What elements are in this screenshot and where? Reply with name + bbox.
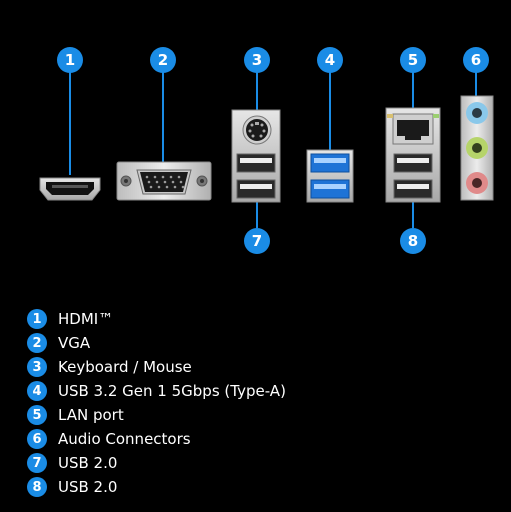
legend-label: HDMI™ xyxy=(58,310,114,328)
legend-list: 1 HDMI™ 2 VGA 3 Keyboard / Mouse 4 USB 3… xyxy=(27,307,286,499)
callout-3: 3 xyxy=(244,47,270,73)
legend-label: USB 2.0 xyxy=(58,454,118,472)
legend-badge: 7 xyxy=(27,453,47,473)
ps2-usb2-stack xyxy=(231,109,281,203)
legend-item-usb3: 4 USB 3.2 Gen 1 5Gbps (Type-A) xyxy=(27,379,286,403)
legend-badge: 8 xyxy=(27,477,47,497)
io-panel-diagram: 1 2 3 4 5 6 7 8 xyxy=(39,47,494,254)
vga-port xyxy=(116,161,212,201)
legend-label: USB 3.2 Gen 1 5Gbps (Type-A) xyxy=(58,382,286,400)
callout-2: 2 xyxy=(150,47,176,73)
legend-badge: 2 xyxy=(27,333,47,353)
legend-item-keyboard-mouse: 3 Keyboard / Mouse xyxy=(27,355,286,379)
callout-number-1: 1 xyxy=(65,51,75,69)
usb3-stack xyxy=(306,149,354,203)
hdmi-port xyxy=(39,177,101,201)
legend-label: LAN port xyxy=(58,406,124,424)
callout-number-3: 3 xyxy=(252,51,262,69)
callout-number-2: 2 xyxy=(158,51,168,69)
lan-usb2-stack xyxy=(385,107,441,203)
callout-badges: 1 2 3 4 5 6 7 8 xyxy=(57,47,489,254)
legend-badge: 4 xyxy=(27,381,47,401)
callout-number-5: 5 xyxy=(408,51,418,69)
legend-item-vga: 2 VGA xyxy=(27,331,286,355)
legend-label: Audio Connectors xyxy=(58,430,191,448)
callout-number-7: 7 xyxy=(252,232,262,250)
legend-badge: 6 xyxy=(27,429,47,449)
legend-label: VGA xyxy=(58,334,91,352)
legend-badge: 3 xyxy=(27,357,47,377)
legend-badge: 5 xyxy=(27,405,47,425)
callout-number-4: 4 xyxy=(325,51,335,69)
callout-8: 8 xyxy=(400,228,426,254)
audio-jacks xyxy=(460,95,494,201)
legend-label: Keyboard / Mouse xyxy=(58,358,192,376)
legend-item-usb2-b: 8 USB 2.0 xyxy=(27,475,286,499)
legend-badge: 1 xyxy=(27,309,47,329)
callout-6: 6 xyxy=(463,47,489,73)
callout-number-8: 8 xyxy=(408,232,418,250)
legend-item-usb2-a: 7 USB 2.0 xyxy=(27,451,286,475)
callout-number-6: 6 xyxy=(471,51,481,69)
callout-5: 5 xyxy=(400,47,426,73)
callout-7: 7 xyxy=(244,228,270,254)
legend-item-audio: 6 Audio Connectors xyxy=(27,427,286,451)
legend-item-lan: 5 LAN port xyxy=(27,403,286,427)
callout-1: 1 xyxy=(57,47,83,73)
callout-4: 4 xyxy=(317,47,343,73)
legend-label: USB 2.0 xyxy=(58,478,118,496)
legend-item-hdmi: 1 HDMI™ xyxy=(27,307,286,331)
